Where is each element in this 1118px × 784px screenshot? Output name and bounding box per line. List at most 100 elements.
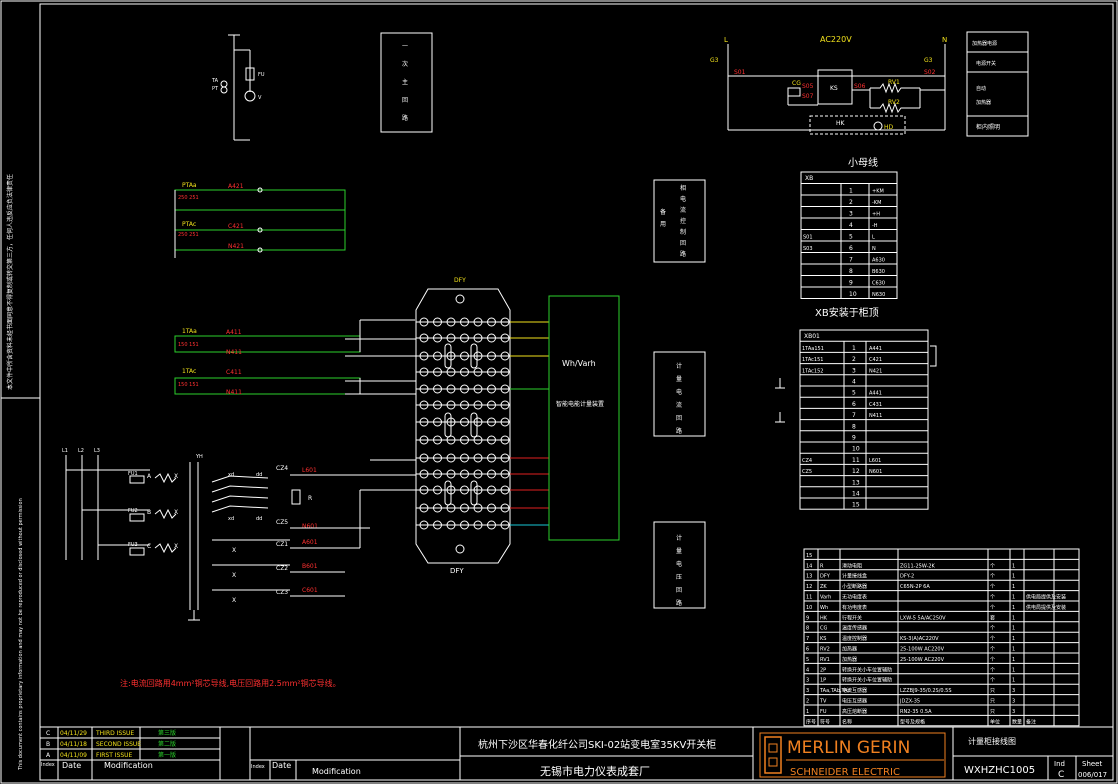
pt-phase-c: C xyxy=(147,543,151,550)
terminal-screw xyxy=(487,503,496,513)
company-name: 无锡市电力仪表成套厂 xyxy=(540,764,650,778)
table-cell: CZ5 xyxy=(802,469,812,475)
bom-cell: 数量 xyxy=(1012,718,1022,725)
bom-cell: HK xyxy=(820,615,828,621)
ac-rv1: RV1 xyxy=(888,79,900,86)
terminal-screw xyxy=(419,520,429,530)
pt-x-6: X xyxy=(232,597,236,604)
terminal-screw xyxy=(500,317,510,327)
pt-phase-b: B xyxy=(147,509,151,516)
pt-w-l601: L601 xyxy=(302,467,317,474)
terminal-screw xyxy=(460,417,469,427)
terminal-screw xyxy=(460,333,469,343)
pt-l1: L1 xyxy=(62,448,68,454)
terminal-screw xyxy=(500,384,510,394)
ct-0-nums: 250 251 xyxy=(178,195,199,201)
terminal-screw xyxy=(473,351,483,361)
ac-g3a: G3 xyxy=(710,57,719,64)
meter-desc: 智能电能计量装置 xyxy=(556,400,604,408)
bom-cell: C65N-2P 6A xyxy=(900,584,930,590)
terminal-screw xyxy=(500,520,510,530)
box-char: 用 xyxy=(660,221,666,228)
table-cell: 12 xyxy=(852,468,860,475)
terminal-screw xyxy=(433,503,442,513)
bom-cell: 6 xyxy=(806,647,809,653)
table-cell: S03 xyxy=(803,246,813,252)
table-cell: 8 xyxy=(849,268,853,275)
terminal-screw xyxy=(419,435,429,445)
table-cell: 1TAa151 xyxy=(802,346,824,352)
terminal-screw xyxy=(460,384,469,394)
pt-cz4: CZ4 xyxy=(276,465,288,472)
terminal-screw xyxy=(419,469,429,479)
table-cell: 9 xyxy=(852,435,856,442)
pt-yh: YH xyxy=(195,454,203,460)
ct-1-nums: 250 251 xyxy=(178,232,199,238)
pt-xd-2: xd xyxy=(228,516,234,522)
box-char: 电 xyxy=(676,388,682,396)
bom-cell: 1 xyxy=(1012,678,1015,684)
legend-4: 柜内照明 xyxy=(976,123,1000,131)
bom-cell: Wh xyxy=(820,605,828,611)
table-cell: +KM xyxy=(872,189,884,195)
ac-cg: CG xyxy=(792,80,801,87)
ac-hk: HK xyxy=(836,120,846,127)
terminal-screw xyxy=(487,417,496,427)
bom-cell: TV xyxy=(819,699,827,705)
bom-cell: 转换开关小车位置辅助 xyxy=(842,677,892,684)
table-cell: 8 xyxy=(852,423,856,430)
terminal-screw xyxy=(446,469,456,479)
schneider-text: SCHNEIDER ELECTRIC xyxy=(790,767,900,778)
terminal-screw xyxy=(500,351,510,361)
terminal-screw xyxy=(433,453,442,463)
bom-cell: 电流互感器 xyxy=(842,687,867,694)
dfy-terminal-box: DFY DFY xyxy=(415,277,511,575)
table-cell: 1TAc151 xyxy=(802,357,823,363)
bom-cell: 个 xyxy=(990,647,995,653)
bom-cell: 电压互感器 xyxy=(842,698,867,705)
bom-cell: 加热器 xyxy=(842,646,857,653)
box-char: 回 xyxy=(680,240,686,247)
terminal-screw xyxy=(473,384,483,394)
table-cell: 3 xyxy=(849,211,853,218)
table-cell: 6 xyxy=(852,401,856,408)
terminal-screw xyxy=(487,485,496,495)
terminal-screw xyxy=(433,520,442,530)
table-cell: 15 xyxy=(852,502,860,509)
table-cell: L601 xyxy=(869,458,881,464)
terminal-screw xyxy=(487,453,496,463)
pt-x-3: X xyxy=(174,543,178,550)
table-cell: 4 xyxy=(849,222,853,229)
meter-current-box xyxy=(653,351,706,437)
box-char: 电 xyxy=(676,560,682,568)
terminal-screw xyxy=(487,351,496,361)
terminal-screw xyxy=(433,435,442,445)
table-cell: S01 xyxy=(803,235,813,241)
meter-title: Wh/Varh xyxy=(562,359,596,368)
mct-0-name: 1TAa xyxy=(182,328,197,335)
terminal-screw xyxy=(419,317,429,327)
terminal-link xyxy=(470,412,478,438)
rev-h-date: Date xyxy=(62,761,81,770)
terminal-screw xyxy=(487,333,496,343)
rev-date: 04/11/09 xyxy=(60,752,87,759)
bom-cell: RN2-35 0.5A xyxy=(900,709,932,715)
terminal-screw xyxy=(446,384,456,394)
xb01-ground xyxy=(775,378,785,423)
pt-cz2: CZ2 xyxy=(276,565,288,572)
table-cell: 9 xyxy=(849,280,853,287)
fu-label: FU xyxy=(258,72,265,78)
bom-cell: 个 xyxy=(990,636,995,642)
bom-cell: 1 xyxy=(806,709,809,715)
project-title: 杭州下沙区华春化纤公司SKI-02站变电室35KV开关柜 xyxy=(478,738,716,751)
table-cell: N xyxy=(872,246,876,252)
terminal-screw xyxy=(500,367,510,377)
terminal-screw xyxy=(487,469,496,479)
bom-cell: 转换开关小车位置辅助 xyxy=(842,666,892,673)
meter-voltage-box xyxy=(653,521,706,609)
table-cell: L xyxy=(872,235,875,241)
terminal-screw xyxy=(473,453,483,463)
